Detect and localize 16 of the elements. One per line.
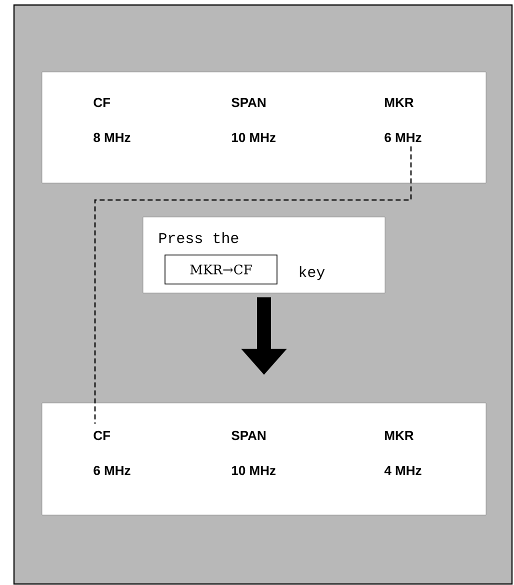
display-value: 10 MHz	[232, 132, 276, 142]
display-value: SPAN	[232, 430, 266, 440]
display-value: MKR	[385, 431, 414, 440]
display-value: 8 MHz	[94, 132, 130, 142]
display-value: 4 MHz	[384, 466, 422, 475]
display-value: 10 MHz	[232, 466, 276, 476]
display-value: MKR	[385, 98, 414, 107]
display-value: CF	[94, 98, 110, 108]
display-band	[42, 72, 486, 184]
display-value: 6 MHz	[94, 466, 130, 476]
display-value: CF	[94, 430, 110, 440]
display-value: SPAN	[232, 98, 266, 108]
display-band	[42, 402, 486, 516]
dashed-connector	[94, 146, 412, 424]
display-value: 6 MHz	[384, 132, 422, 142]
key-label: MKR→CF	[164, 254, 278, 284]
